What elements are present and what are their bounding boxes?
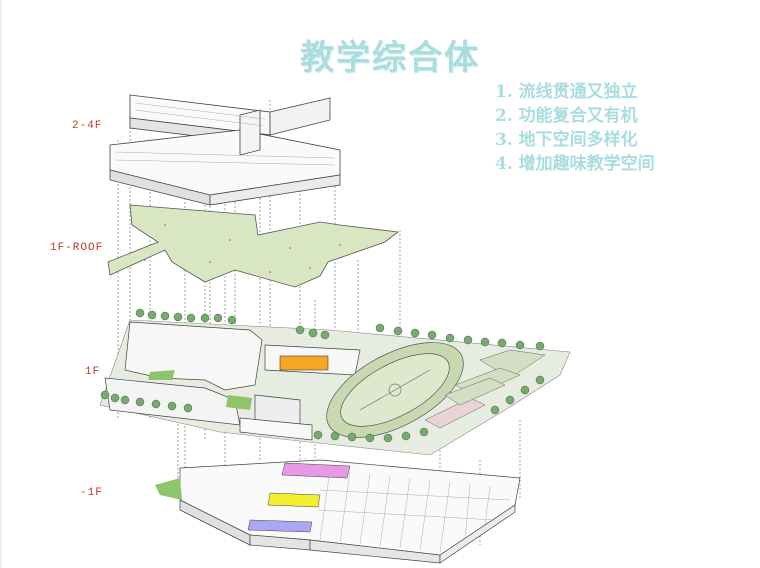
basement-yellow-block bbox=[267, 492, 321, 508]
basement-plan bbox=[179, 459, 521, 564]
design-point-2: 2. 功能复合又有机 bbox=[495, 106, 638, 126]
design-point-1: 1. 流线贯通又独立 bbox=[495, 82, 638, 102]
page-title: 教学综合体 bbox=[300, 38, 480, 78]
design-point-4: 4. 增加趣味教学空间 bbox=[495, 154, 655, 174]
basement-grid bbox=[317, 469, 511, 553]
courtyard-green bbox=[226, 395, 252, 410]
floor-label-roof: 1F-ROOF bbox=[50, 242, 104, 254]
design-point-3: 3. 地下空间多样化 bbox=[495, 130, 638, 150]
orange-function-block bbox=[279, 355, 329, 371]
trees bbox=[100, 308, 545, 443]
upper-floors-window-lines bbox=[114, 102, 336, 166]
running-track bbox=[326, 342, 464, 438]
green-roof-plane bbox=[107, 204, 400, 288]
floor-label-ground: 1F bbox=[85, 366, 101, 378]
page-edge bbox=[0, 0, 2, 568]
basement-blue-block bbox=[247, 519, 313, 533]
basement-magenta-block bbox=[281, 462, 351, 479]
upper-floors-building bbox=[109, 94, 341, 206]
courts bbox=[424, 349, 546, 429]
roof-texture bbox=[144, 224, 341, 273]
basement-green-edge bbox=[155, 478, 182, 500]
floor-label-upper: 2-4F bbox=[72, 120, 103, 132]
courtyard-green-2 bbox=[148, 370, 175, 380]
design-points-list: 1. 流线贯通又独立 2. 功能复合又有机 3. 地下空间多样化 4. 增加趣味… bbox=[495, 80, 655, 176]
floor-label-basement: -1F bbox=[80, 487, 103, 499]
